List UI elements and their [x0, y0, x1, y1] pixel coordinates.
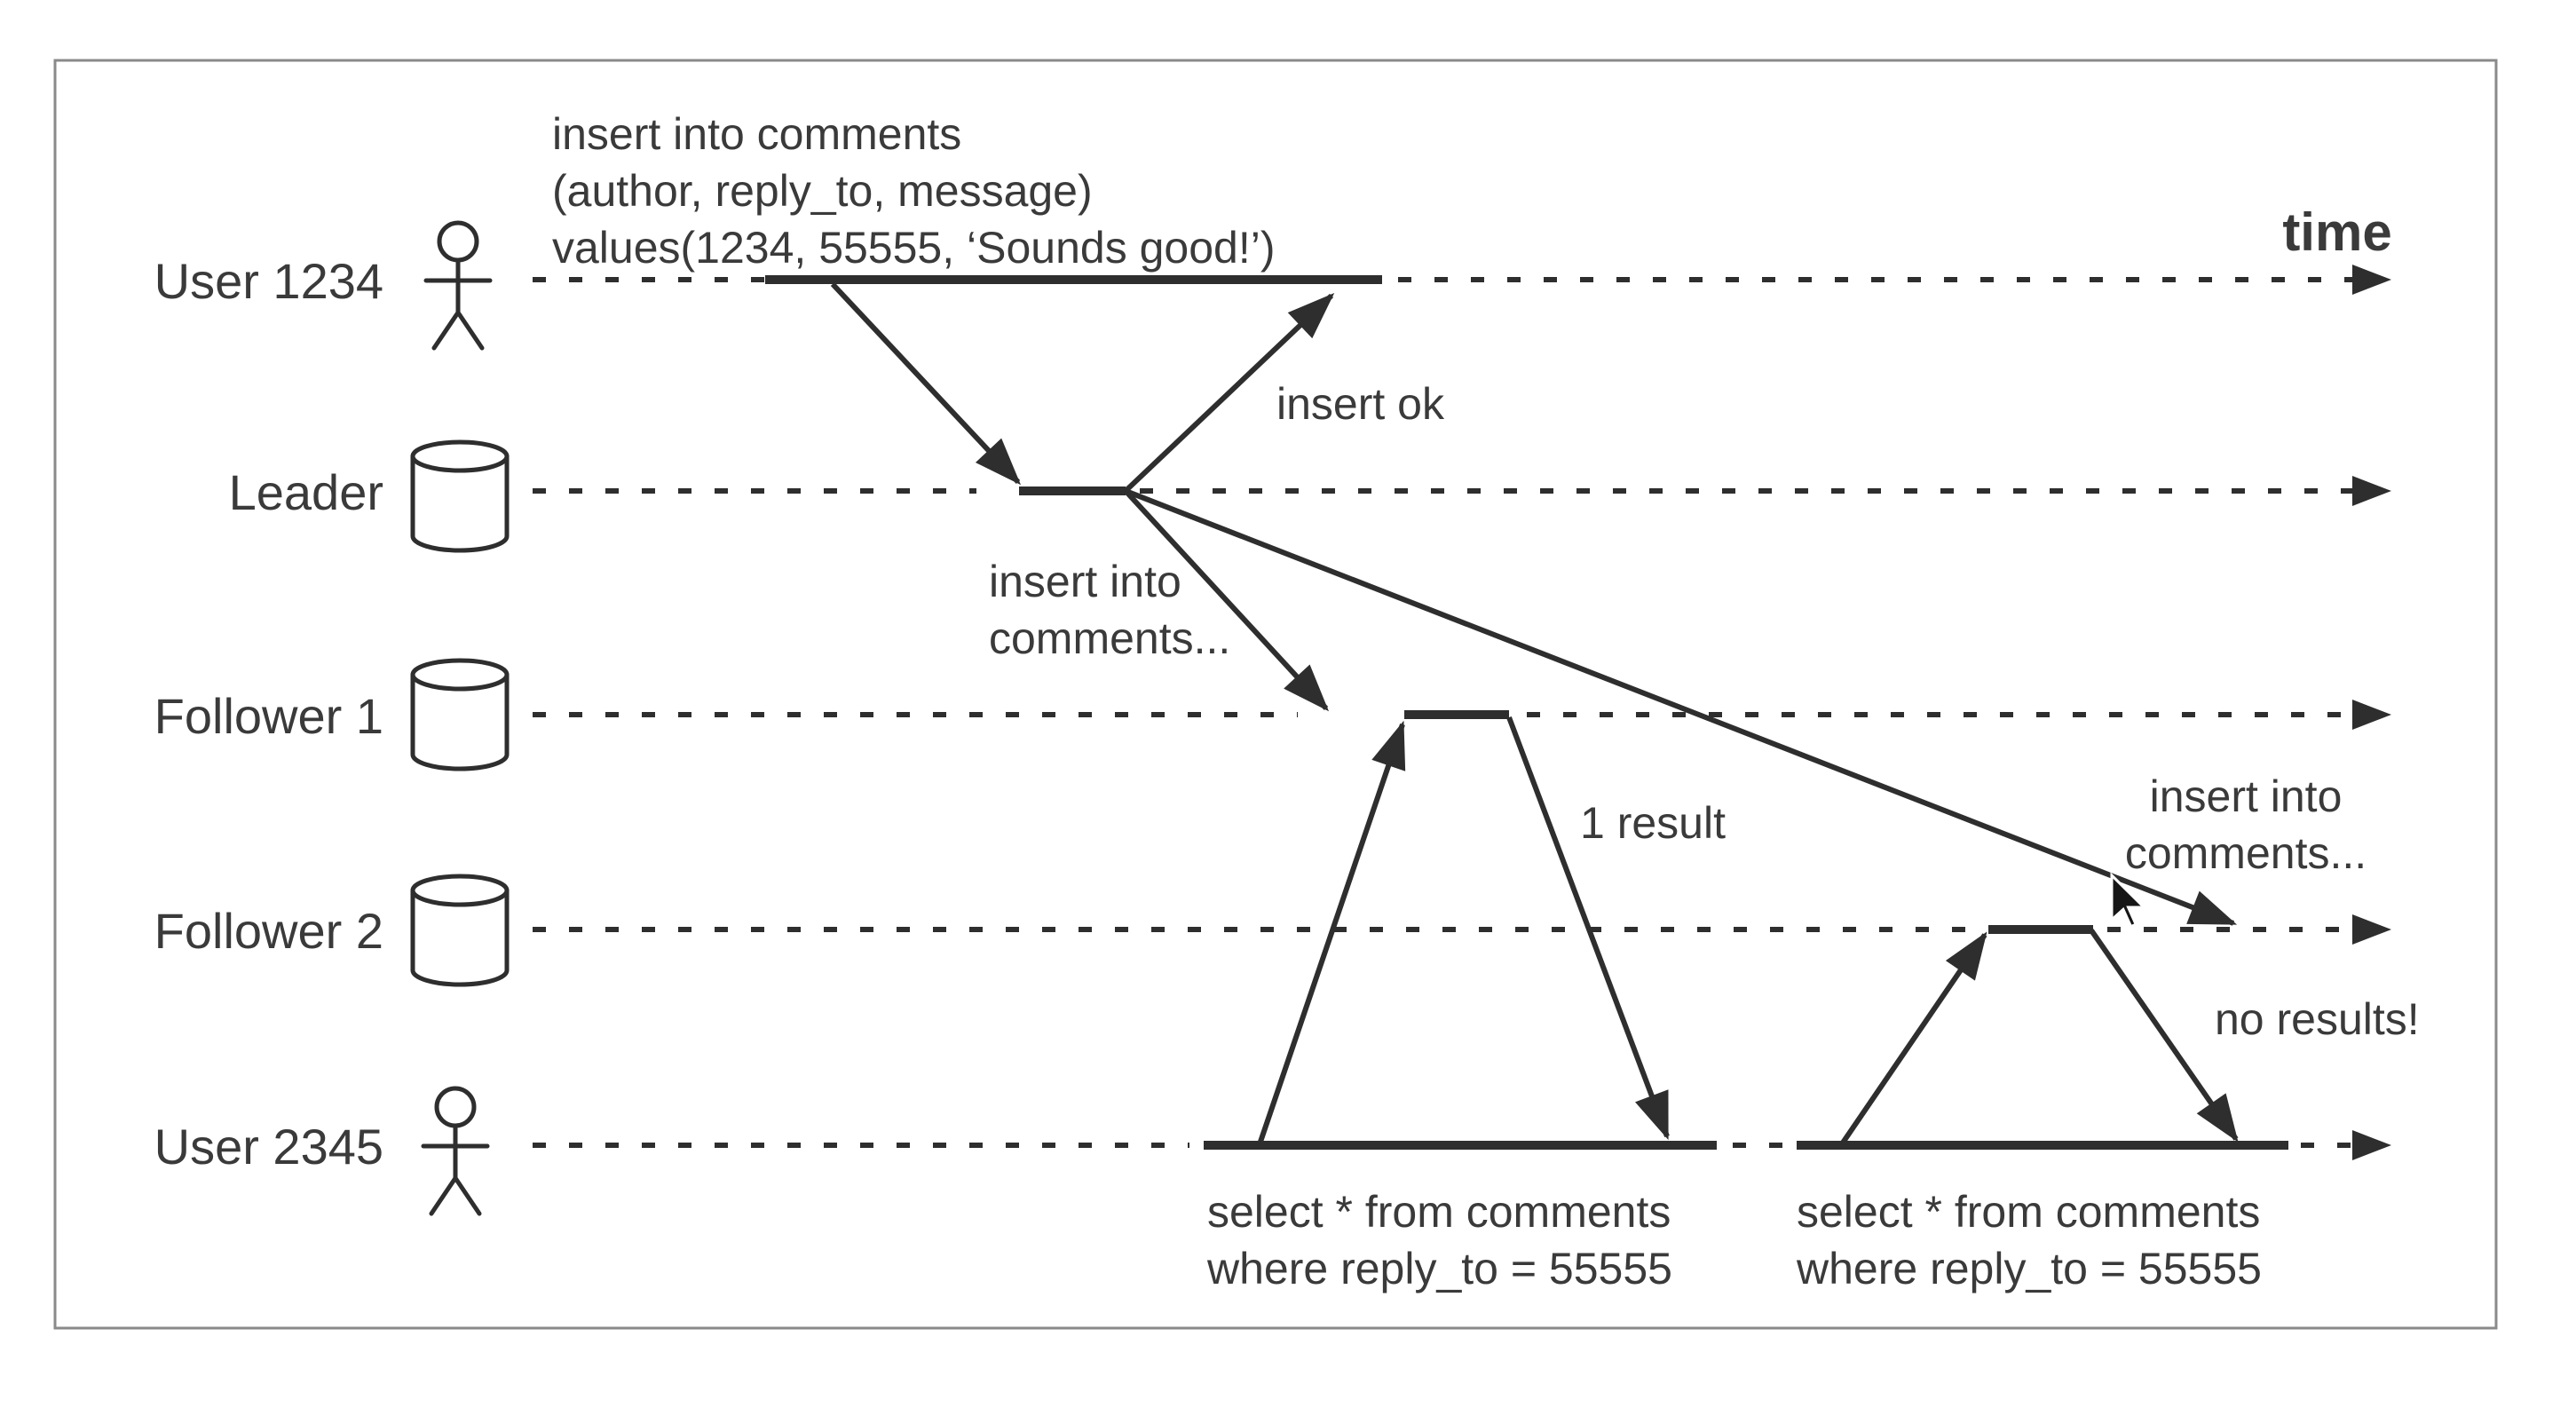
annotation-line: insert into: [989, 557, 1181, 606]
timeline-arrowhead: [2352, 700, 2391, 730]
no-results-annotation: no results!: [2215, 994, 2420, 1044]
annotation-line: insert into: [2150, 771, 2343, 821]
annotation-line: insert into comments: [552, 109, 961, 159]
select-query-1-annotation: select * from comments where reply_to = …: [1206, 1187, 1672, 1293]
arrow-insert-ok: [1123, 292, 1335, 494]
lifeline-label: Follower 1: [154, 688, 383, 744]
select-query-2-annotation: select * from comments where reply_to = …: [1796, 1187, 2262, 1293]
lifeline-follower-1: Follower 1: [154, 658, 2391, 771]
lifeline-label: User 2345: [154, 1119, 383, 1175]
one-result-annotation: 1 result: [1580, 798, 1726, 848]
annotation-line: select * from comments: [1797, 1187, 2260, 1237]
arrow-select-query-2: [1837, 931, 1987, 1150]
lifeline-user-2345: User 2345: [154, 1086, 2391, 1216]
arrow-one-result-response: [1506, 716, 1670, 1141]
arrow-insert-request: [830, 281, 1022, 486]
database-cylinder-icon: [410, 658, 510, 771]
replicate-follower1-annotation: insert into comments...: [989, 557, 1230, 663]
lifeline-user-1234: User 1234: [154, 220, 2391, 351]
replicate-follower2-annotation: insert into comments...: [2125, 771, 2367, 878]
annotation-line: where reply_to = 55555: [1206, 1244, 1672, 1293]
timeline-arrowhead: [2352, 476, 2391, 506]
annotation-line: values(1234, 55555, ‘Sounds good!’): [552, 223, 1275, 273]
actor-icon: [421, 1086, 490, 1216]
timeline-arrowhead: [2352, 265, 2391, 295]
lifeline-follower-2: Follower 2: [154, 874, 2391, 987]
mouse-cursor-icon: [2110, 872, 2147, 929]
time-axis-label: time: [2282, 202, 2391, 262]
annotation-line: where reply_to = 55555: [1796, 1244, 2262, 1293]
actor-icon: [423, 220, 493, 351]
arrow-replicate-to-follower1: [1123, 488, 1330, 712]
lifeline-label: User 1234: [154, 253, 383, 309]
arrow-select-query-1: [1258, 720, 1406, 1143]
database-cylinder-icon: [410, 874, 510, 987]
timeline-arrowhead: [2352, 914, 2391, 945]
insert-ok-annotation: insert ok: [1276, 379, 1445, 429]
timeline-arrowhead: [2352, 1130, 2391, 1160]
annotation-line: comments...: [2125, 828, 2367, 878]
annotation-line: comments...: [989, 613, 1230, 663]
annotation-line: (author, reply_to, message): [552, 166, 1093, 216]
lifeline-leader: Leader: [229, 439, 2391, 553]
arrow-replicate-to-follower2: [1124, 488, 2238, 926]
insert-query-annotation: insert into comments (author, reply_to, …: [552, 109, 1275, 273]
database-cylinder-icon: [410, 439, 510, 553]
arrow-no-results-response: [2089, 929, 2239, 1143]
diagram-frame: [53, 59, 2498, 1330]
lifeline-label: Follower 2: [154, 903, 383, 959]
lifeline-label: Leader: [229, 464, 383, 520]
annotation-line: select * from comments: [1207, 1187, 1671, 1237]
